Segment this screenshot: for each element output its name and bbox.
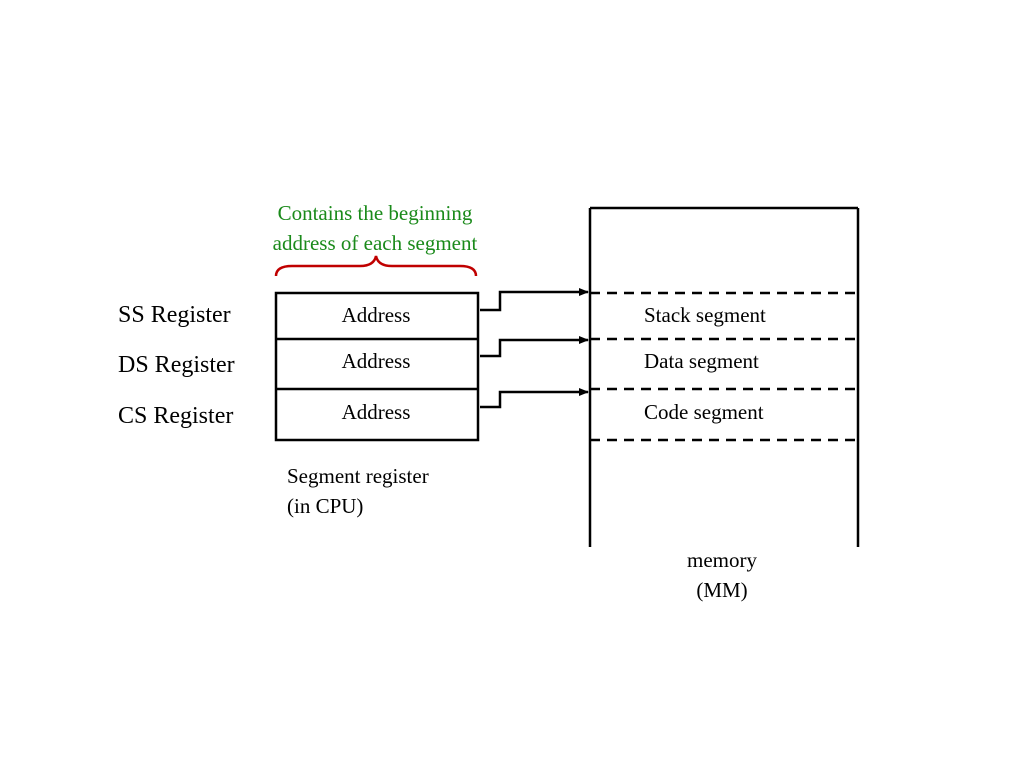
stack-segment-label: Stack segment [644,303,766,327]
ss-register-label: SS Register [118,302,231,328]
cs-register-label: CS Register [118,403,234,429]
data-segment-label: Data segment [644,349,759,373]
cs-address-cell: Address [341,400,411,424]
arrow-ss-to-stack [480,288,589,312]
curly-brace [274,255,478,277]
memory-caption-line-1: memory [687,548,757,572]
ds-register-label: DS Register [118,352,235,378]
arrow-ds-to-data [480,336,589,358]
annotation-line-1: Contains the beginning [277,201,473,225]
register-caption: Segment register (in CPU) [287,461,429,521]
ds-address-cell: Address [341,349,411,373]
memory-caption-line-2: (MM) [696,578,748,602]
code-segment-label: Code segment [644,400,764,424]
ss-address-cell: Address [341,303,411,327]
arrow-cs-to-code [480,388,589,409]
memory-block [588,206,860,547]
memory-caption: memory (MM) [622,545,822,605]
register-caption-line-2: (in CPU) [287,494,364,518]
annotation-text: Contains the beginning address of each s… [200,198,550,258]
register-table [274,291,480,442]
register-caption-line-1: Segment register [287,464,429,488]
annotation-line-2: address of each segment [272,231,478,255]
